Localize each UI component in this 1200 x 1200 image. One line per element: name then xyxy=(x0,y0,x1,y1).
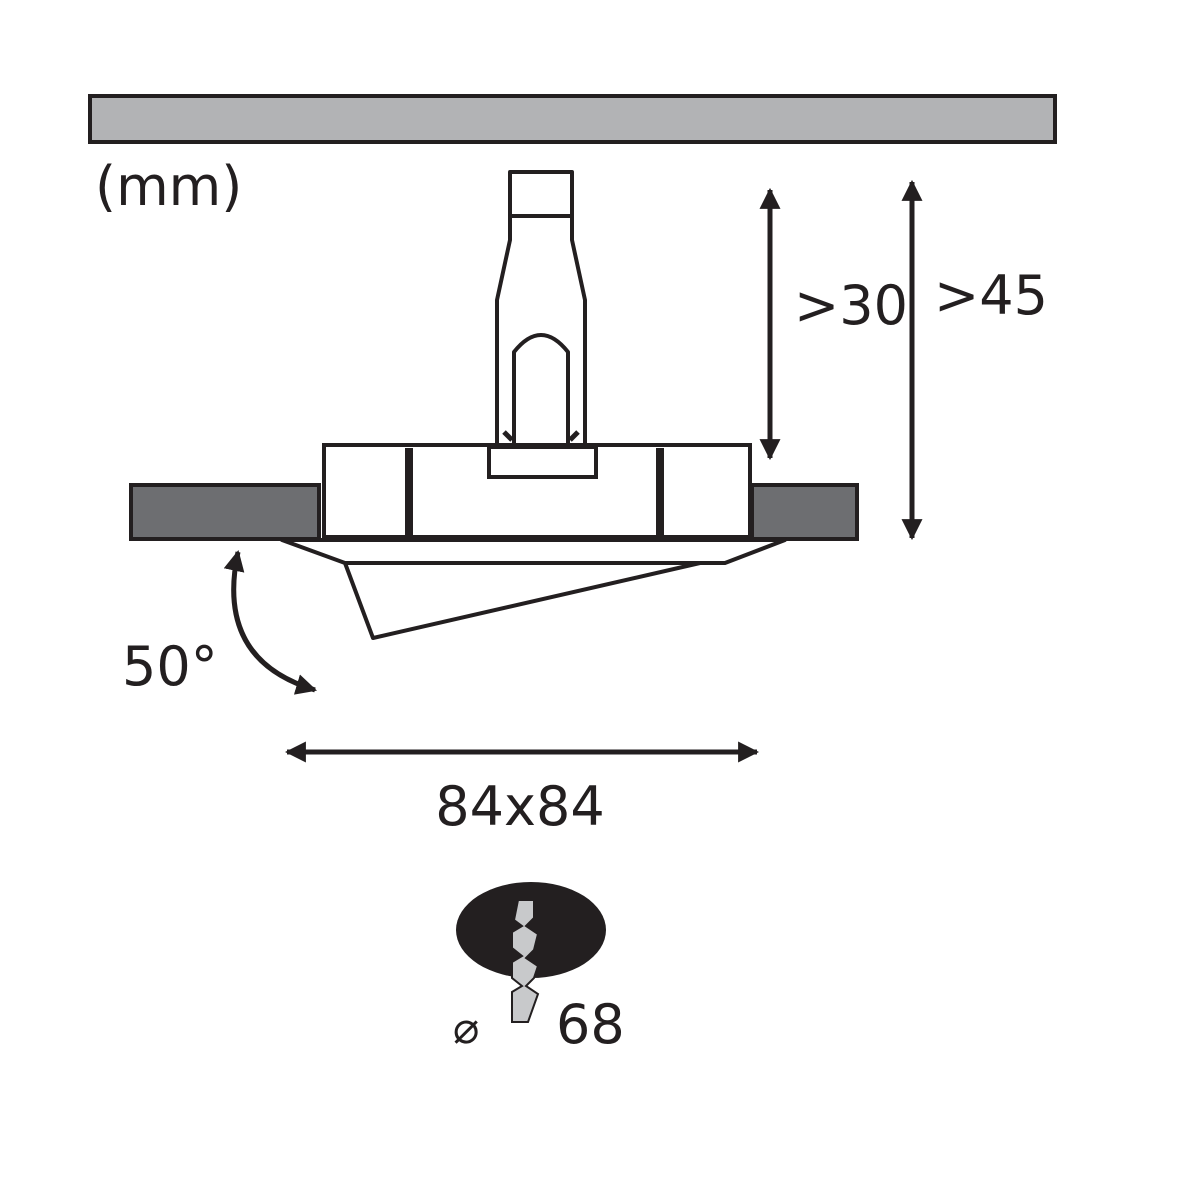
unit-label: (mm) xyxy=(95,155,242,218)
diameter-symbol: ⌀ xyxy=(453,1003,480,1054)
cutout-diameter-value: 68 xyxy=(556,993,625,1056)
spring-clip xyxy=(495,170,587,450)
frame-size-label: 84x84 xyxy=(435,775,604,838)
lamp-housing xyxy=(322,443,752,539)
ceiling-board-left xyxy=(129,483,321,541)
tilted-frame xyxy=(280,538,787,640)
tilt-angle-arrow xyxy=(223,549,318,695)
tilt-angle-label: 50° xyxy=(122,635,218,698)
ceiling-plate xyxy=(88,94,1057,144)
depth-total-label: >45 xyxy=(934,264,1048,327)
ceiling-board-right xyxy=(750,483,859,541)
depth-min-label: >30 xyxy=(794,274,908,337)
cutout-icon xyxy=(456,882,606,1023)
